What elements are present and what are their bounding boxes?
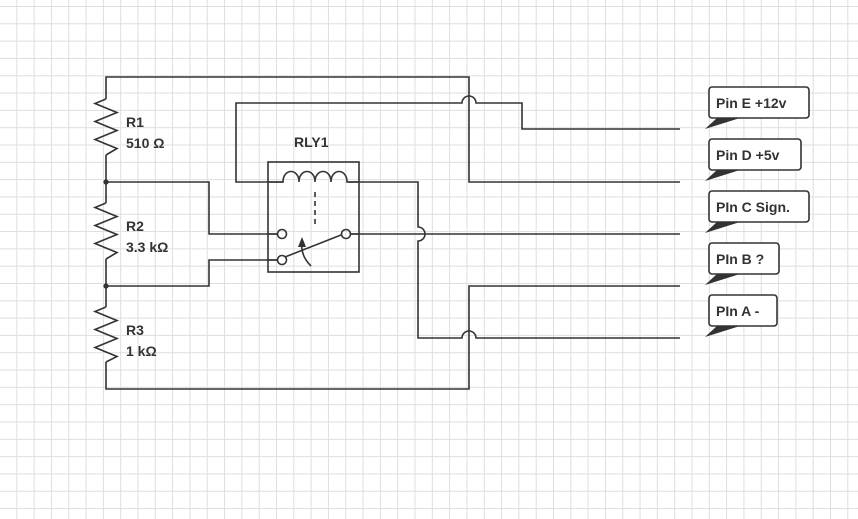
pin-e-callout[interactable]: Pin E +12v <box>705 86 810 129</box>
resistor-r2[interactable]: R2 3.3 kΩ <box>92 202 168 260</box>
callout-tail <box>705 273 740 285</box>
pin-c-label: PIn C Sign. <box>716 199 790 215</box>
resistor-r3-name: R3 <box>126 322 144 338</box>
callout-tail <box>705 169 740 181</box>
resistor-r1-value: 510 Ω <box>126 135 164 151</box>
callout-tail <box>705 117 740 129</box>
pin-e-label: Pin E +12v <box>716 95 787 111</box>
relay-switch-arm <box>284 234 342 258</box>
callout-box <box>708 242 780 275</box>
resistor-r1-name: R1 <box>126 114 144 130</box>
relay-contact-no <box>276 228 288 240</box>
resistor-r3-symbol <box>92 306 120 363</box>
wires <box>103 76 680 390</box>
junction-dot <box>103 283 109 289</box>
pin-b-callout[interactable]: PIn B ? <box>705 242 780 285</box>
junction-dot <box>103 179 109 185</box>
pin-a-label: PIn A - <box>716 303 760 319</box>
relay-label: RLY1 <box>294 134 329 150</box>
resistor-r3[interactable]: R3 1 kΩ <box>92 306 157 363</box>
callout-box <box>708 294 778 327</box>
callout-box <box>708 190 810 223</box>
relay-contact-common <box>340 228 352 240</box>
resistor-r2-symbol <box>92 202 120 260</box>
relay-contact-nc <box>276 254 288 266</box>
wire-coil-to-pin-e <box>235 95 680 183</box>
pin-c-callout[interactable]: PIn C Sign. <box>705 190 810 233</box>
pin-b-label: PIn B ? <box>716 251 764 267</box>
wire-bottom-rail <box>105 285 680 390</box>
relay-coil <box>268 170 359 183</box>
wire-top-rail <box>105 76 680 183</box>
resistor-r2-name: R2 <box>126 218 144 234</box>
pin-d-label: Pin D +5v <box>716 147 780 163</box>
resistor-r2-value: 3.3 kΩ <box>126 239 168 255</box>
wire-coil-to-pin-a <box>348 181 680 339</box>
callout-box <box>708 138 802 171</box>
pin-a-callout[interactable]: PIn A - <box>705 294 778 337</box>
relay-contact-leads <box>268 233 359 261</box>
resistor-r1-symbol <box>92 98 120 156</box>
wire-r1r2-to-contact <box>106 181 278 235</box>
pin-d-callout[interactable]: Pin D +5v <box>705 138 802 181</box>
relay-body <box>267 161 360 273</box>
callout-tail <box>705 325 740 337</box>
resistor-r3-value: 1 kΩ <box>126 343 157 359</box>
wire-r2r3-to-contact <box>106 259 278 287</box>
callout-box <box>708 86 810 119</box>
arrow-head-icon <box>298 237 306 247</box>
callout-tail <box>705 221 740 233</box>
relay-rly1[interactable]: RLY1 <box>267 134 360 273</box>
resistor-r1[interactable]: R1 510 Ω <box>92 98 164 156</box>
